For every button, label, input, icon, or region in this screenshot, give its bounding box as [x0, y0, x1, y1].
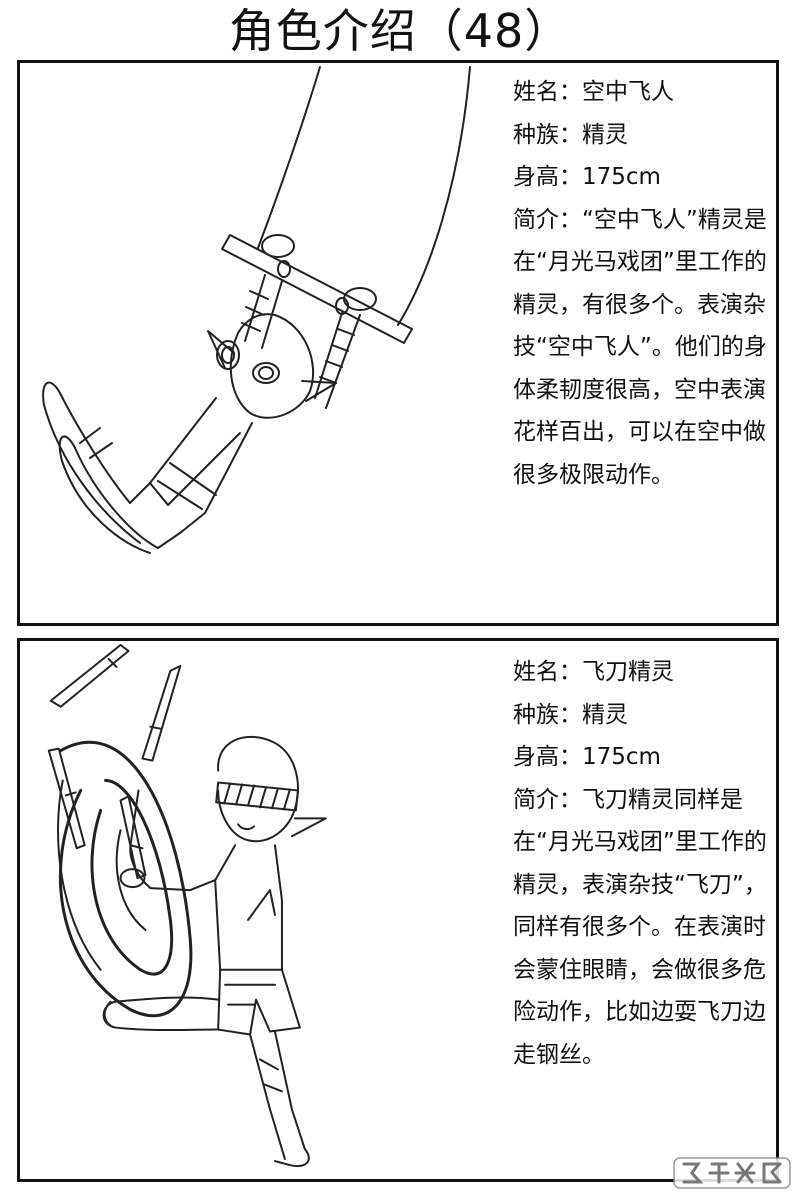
- character-panel-trapeze: 姓名：空中飞人 种族：精灵 身高：175cm 简介：“空中飞人”精灵是在“月光马…: [17, 60, 779, 626]
- bio-text: 简介：“空中飞人”精灵是在“月光马戏团”里工作的精灵，有很多个。表演杂技“空中飞…: [513, 206, 767, 488]
- knife-elf-illustration: [20, 641, 510, 1179]
- character-race: 精灵: [582, 121, 628, 148]
- character-bio: 飞刀精灵同样是在“月光马戏团”里工作的精灵，表演杂技“飞刀”，同样有很多个。在表…: [513, 786, 767, 1068]
- height-row: 身高：175cm: [513, 744, 661, 770]
- race-row: 种族：精灵: [513, 701, 628, 728]
- trapeze-elf-illustration: [20, 63, 510, 623]
- character-info-trapeze: 姓名：空中飞人 种族：精灵 身高：175cm 简介：“空中飞人”精灵是在“月光马…: [513, 71, 775, 496]
- character-panel-knife: 姓名：飞刀精灵 种族：精灵 身高：175cm 简介：飞刀精灵同样是在“月光马戏团…: [17, 638, 779, 1182]
- character-race: 精灵: [582, 701, 628, 728]
- name-row: 姓名：空中飞人: [513, 79, 674, 105]
- character-info-knife: 姓名：飞刀精灵 种族：精灵 身高：175cm 简介：飞刀精灵同样是在“月光马戏团…: [513, 651, 775, 1076]
- page-title: 角色介绍（48）: [228, 4, 572, 58]
- character-height: 175cm: [582, 164, 661, 190]
- character-bio: “空中飞人”精灵是在“月光马戏团”里工作的精灵，有很多个。表演杂技“空中飞人”。…: [513, 206, 767, 488]
- character-name: 空中飞人: [582, 79, 674, 105]
- height-row: 身高：175cm: [513, 164, 661, 190]
- character-name: 飞刀精灵: [582, 659, 674, 685]
- manhua-logo-watermark-icon: [672, 1156, 792, 1190]
- name-row: 姓名：飞刀精灵: [513, 659, 674, 685]
- character-height: 175cm: [582, 744, 661, 770]
- bio-text: 简介：飞刀精灵同样是在“月光马戏团”里工作的精灵，表演杂技“飞刀”，同样有很多个…: [513, 786, 767, 1068]
- race-row: 种族：精灵: [513, 121, 628, 148]
